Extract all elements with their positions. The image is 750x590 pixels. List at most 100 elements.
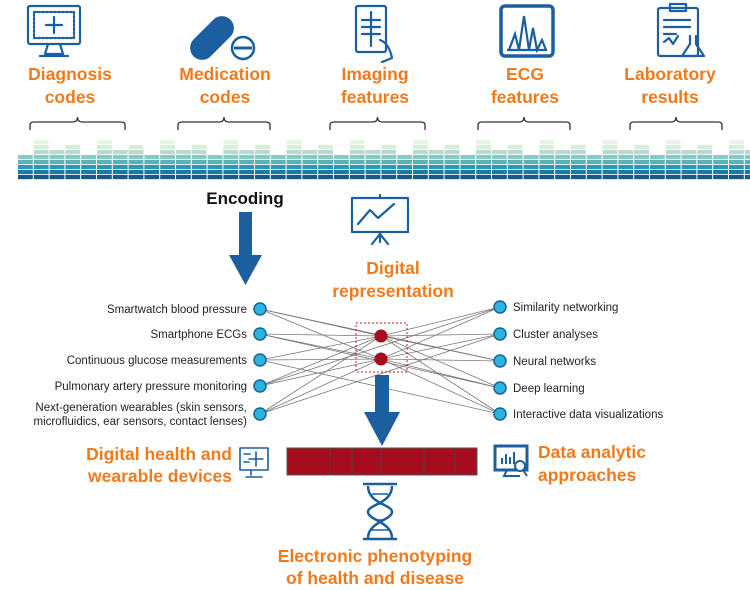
latent-node [374, 329, 388, 343]
edge [259, 335, 382, 387]
strip-cell [349, 140, 365, 145]
strip-cell [381, 155, 397, 160]
edge [259, 335, 382, 415]
strip-cell [239, 175, 254, 180]
strip-cell [144, 170, 160, 175]
strip-cell [318, 160, 333, 165]
xray-icon [354, 4, 394, 64]
strip-cell [397, 165, 412, 170]
edge [380, 306, 501, 337]
strip-cell [302, 175, 318, 180]
strip-cell [365, 155, 381, 160]
strip-cell [586, 155, 602, 160]
strip-cell [33, 160, 49, 165]
strip-cell [65, 165, 81, 170]
strip-cell [681, 150, 697, 155]
brace [177, 116, 271, 130]
edge [259, 358, 382, 387]
strip-cell [634, 165, 649, 170]
strip-cell [286, 165, 302, 170]
strip-cell [697, 165, 713, 170]
strip-cell [176, 155, 191, 160]
output-node [493, 327, 507, 341]
strip-cell [128, 155, 144, 160]
strip-cell [618, 165, 634, 170]
strip-cell [460, 165, 476, 170]
strip-cell [176, 175, 191, 180]
strip-cell [97, 160, 112, 165]
strip-cell [650, 160, 665, 165]
strip-cell [97, 145, 112, 150]
strip-cell [634, 175, 649, 180]
strip-cell [49, 170, 65, 175]
strip-cell [270, 155, 286, 160]
strip-cell [160, 150, 175, 155]
strip-cell [444, 155, 460, 160]
strip-cell [555, 165, 570, 170]
strip-cell [476, 140, 491, 145]
strip-cell [112, 160, 128, 165]
strip-cell [18, 155, 33, 160]
input-node [253, 407, 267, 421]
strip-cell [365, 165, 381, 170]
strip-cell [507, 175, 523, 180]
input-node [253, 327, 267, 341]
brace [477, 116, 571, 130]
strip-cell [618, 150, 634, 155]
strip-cell [555, 150, 570, 155]
phenotyping-line2: of health and disease [286, 568, 464, 588]
lab-clipboard-icon [656, 2, 706, 58]
strip-cell [349, 175, 365, 180]
strip-cell [713, 175, 728, 180]
data-analytic-line1: Data analytic [538, 442, 646, 462]
strip-cell [413, 165, 428, 170]
strip-cell [349, 160, 365, 165]
strip-cell [492, 170, 507, 175]
strip-cell [160, 175, 175, 180]
strip-cell [634, 145, 649, 150]
arrow-down-icon [229, 212, 262, 285]
strip-cell [349, 150, 365, 155]
strip-cell [539, 160, 555, 165]
strip-cell [665, 145, 681, 150]
strip-cell [697, 150, 713, 155]
output-node [493, 300, 507, 314]
strip-cell [381, 165, 397, 170]
strip-cell [349, 155, 365, 160]
strip-cell [112, 170, 128, 175]
strip-cell [729, 145, 744, 150]
strip-cell [681, 160, 697, 165]
strip-cell [507, 145, 523, 150]
strip-cell [286, 140, 302, 145]
source-label-line2: codes [200, 87, 251, 107]
strip-cell [334, 165, 349, 170]
strip-cell [49, 165, 65, 170]
strip-cell [602, 165, 618, 170]
strip-cell [97, 150, 112, 155]
source-label-line2: codes [45, 87, 96, 107]
digital-health-line2: wearable devices [87, 466, 232, 486]
strip-cell [365, 160, 381, 165]
strip-cell [65, 175, 81, 180]
strip-cell [144, 165, 160, 170]
strip-cell [334, 155, 349, 160]
wearable-item: Next-generation wearables (skin sensors, [35, 402, 247, 414]
strip-cell [428, 175, 444, 180]
strip-cell [33, 140, 49, 145]
latent-node [374, 352, 388, 366]
strip-cell [33, 165, 49, 170]
strip-cell [397, 175, 412, 180]
strip-cell [428, 170, 444, 175]
strip-cell [239, 150, 254, 155]
strip-cell [665, 140, 681, 145]
edge [259, 358, 382, 415]
strip-cell [334, 170, 349, 175]
strip-cell [318, 165, 333, 170]
strip-cell [397, 160, 412, 165]
strip-cell [207, 170, 223, 175]
strip-cell [255, 175, 270, 180]
edge [380, 333, 501, 360]
strip-cell [49, 175, 65, 180]
strip-cell [634, 170, 649, 175]
strip-cell [460, 170, 476, 175]
